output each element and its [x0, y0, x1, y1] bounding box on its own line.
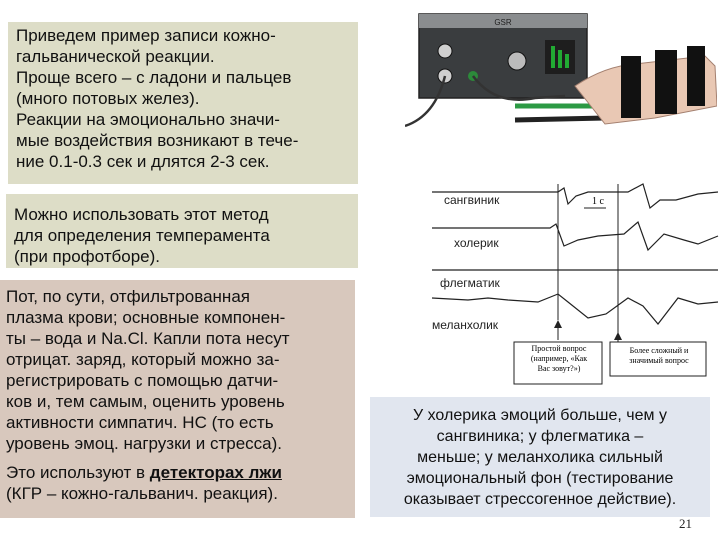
detector-post: (КГР – кожно-гальванич. реакция).: [6, 484, 278, 503]
method-text: Можно использовать этот метод для опреде…: [14, 205, 270, 266]
method-block: Можно использовать этот метод для опреде…: [6, 194, 358, 268]
intro-block: Приведем пример записи кожно- гальваниче…: [8, 22, 358, 184]
time-scale-label: 1 с: [592, 196, 605, 207]
sweat-block: Пот, по сути, отфильтрованная плазма кро…: [0, 280, 355, 518]
device-label: GSR: [494, 18, 512, 27]
detector-pre: Это используют в: [6, 463, 150, 482]
lie-detector-link: детекторах лжи: [149, 463, 282, 482]
label-melancholic: меланхолик: [432, 318, 499, 332]
conclusion-block: У холерика эмоций больше, чем у сангвини…: [370, 397, 710, 517]
gsr-traces-chart: 1 с: [428, 178, 720, 390]
gsr-device-photo: GSR: [405, 6, 717, 134]
simple-question-box: Простой вопрос (например, «Как Вас зовут…: [530, 344, 588, 373]
page-number: 21: [679, 516, 692, 531]
sweat-text: Пот, по сути, отфильтрованная плазма кро…: [6, 287, 290, 453]
detector-text: Это используют в детекторах лжи (КГР – ко…: [6, 462, 349, 504]
complex-question-box: Более сложный и значимый вопрос: [629, 346, 689, 365]
label-sanguine: сангвиник: [444, 193, 500, 207]
label-phlegmatic: флегматик: [440, 276, 500, 290]
conclusion-text: У холерика эмоций больше, чем у сангвини…: [403, 407, 677, 508]
intro-text: Приведем пример записи кожно- гальваниче…: [16, 26, 299, 171]
label-choleric: холерик: [454, 236, 499, 250]
